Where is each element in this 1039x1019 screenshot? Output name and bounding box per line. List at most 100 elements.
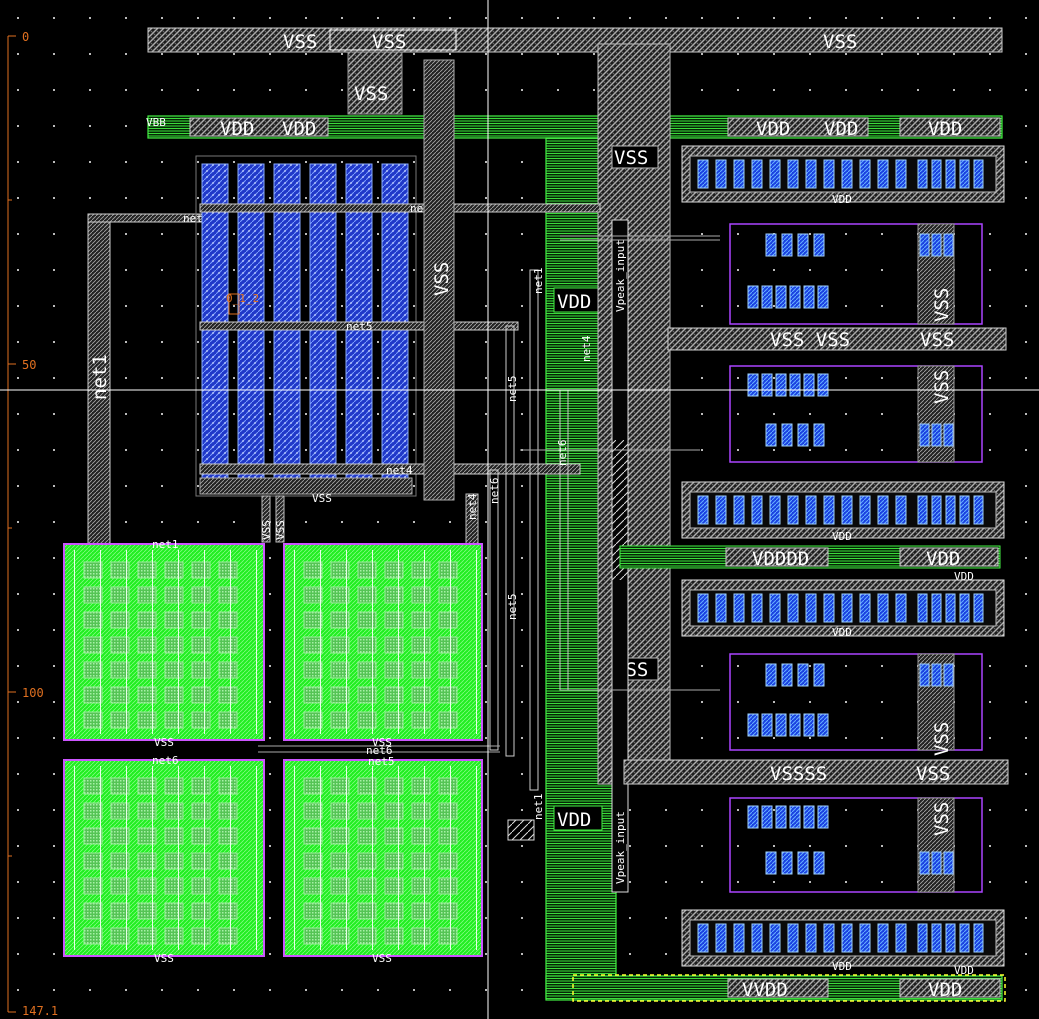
net4-label: net4 xyxy=(466,493,479,520)
cap-unit-cell xyxy=(137,802,157,820)
net4-label: net4 xyxy=(580,335,593,362)
transistor-finger xyxy=(823,495,835,525)
mid-vdd-rail[interactable]: VDDDD VDD VDD xyxy=(619,545,1001,583)
vss-label: VSS xyxy=(372,736,392,749)
transistor-finger xyxy=(823,159,835,189)
transistor-finger xyxy=(931,851,942,875)
vss-array-strap[interactable]: VSS xyxy=(423,59,455,501)
cap-unit-cell xyxy=(303,661,323,679)
cap-finger-line xyxy=(178,766,179,950)
cap-finger-line xyxy=(204,766,205,950)
mid-vss-rail-2[interactable]: VSSSS VSS xyxy=(623,759,1009,785)
transistor-finger xyxy=(803,373,815,397)
cap-unit-cell xyxy=(191,927,211,945)
vvdd-label: VVDD xyxy=(742,979,788,1001)
net-routing xyxy=(258,235,720,791)
cap-unit-cell xyxy=(83,561,103,579)
transistor-finger xyxy=(747,805,759,829)
cap-unit-cell xyxy=(303,636,323,654)
transistor-finger xyxy=(761,805,773,829)
transistor-finger xyxy=(943,423,954,447)
vss-label: VSS xyxy=(916,763,950,785)
cap-unit-cell xyxy=(330,927,350,945)
cell-block-7[interactable]: VSS xyxy=(729,797,983,893)
transistor-finger xyxy=(813,423,825,447)
vss-strap-center[interactable]: VSS xyxy=(347,51,403,115)
cap-unit-cell xyxy=(110,561,130,579)
vss-vertical-trunk[interactable]: VSS VSS xyxy=(597,43,671,785)
vss-label: VSS xyxy=(372,31,406,53)
cap-unit-cell xyxy=(303,586,323,604)
cap-unit-cell xyxy=(191,636,211,654)
transistor-finger xyxy=(715,495,727,525)
transistor-finger xyxy=(769,923,781,953)
cap-unit-cell xyxy=(357,661,377,679)
cap-unit-cell xyxy=(164,561,184,579)
vssss-label: VSSSS xyxy=(770,763,827,785)
net1-left-strap[interactable]: net1 net1 xyxy=(87,212,210,545)
net1-pin-marker[interactable] xyxy=(507,819,535,841)
transistor-finger xyxy=(859,495,871,525)
cap-finger-line xyxy=(256,766,257,950)
top-vdd-rail[interactable]: VBB VDD VDD VDD VDD VDD xyxy=(146,115,1003,140)
mid-vss-rail-1[interactable]: VSS VSS VSS xyxy=(667,327,1007,351)
cap-unit-cell xyxy=(384,777,404,795)
cap-unit-cell xyxy=(303,686,323,704)
transistor-finger xyxy=(787,495,799,525)
cap-unit-cell xyxy=(191,686,211,704)
cap-finger-line xyxy=(346,766,347,950)
transistor-finger xyxy=(959,923,970,953)
net6-label: net6 xyxy=(366,744,393,757)
cap-unit-cell xyxy=(384,802,404,820)
cap-unit-cell xyxy=(357,586,377,604)
net6-label: net6 xyxy=(152,754,179,767)
cap-unit-cell xyxy=(303,611,323,629)
top-vss-rail[interactable]: VSS VSS VSS xyxy=(147,27,1003,53)
cap-finger-line xyxy=(398,766,399,950)
cap-finger-line xyxy=(398,550,399,734)
transistor-finger xyxy=(943,851,954,875)
vdd-label: VDD xyxy=(832,960,852,973)
cap-finger-line xyxy=(230,550,231,734)
vss-label: VSS xyxy=(431,262,453,296)
vbb-label: VBB xyxy=(146,116,166,129)
transistor-finger xyxy=(787,923,799,953)
cap-unit-cell xyxy=(438,877,458,895)
cap-unit-cell xyxy=(110,586,130,604)
cap-unit-cell xyxy=(164,902,184,920)
cap-unit-cell xyxy=(218,586,238,604)
transistor-finger xyxy=(797,233,809,257)
cap-finger-line xyxy=(178,550,179,734)
transistor-finger xyxy=(919,851,930,875)
cap-unit-cell xyxy=(83,877,103,895)
transistor-finger xyxy=(931,423,942,447)
cap-unit-cell xyxy=(137,852,157,870)
vss-label: VSS xyxy=(931,288,953,322)
cap-unit-cell xyxy=(83,586,103,604)
transistor-finger xyxy=(781,233,793,257)
cap-unit-cell xyxy=(411,611,431,629)
cap-unit-cell xyxy=(411,877,431,895)
vss-label: VSS xyxy=(931,370,953,404)
bottom-vdd-rail[interactable]: VVDD VDD xyxy=(545,974,1006,1002)
transistor-finger xyxy=(919,423,930,447)
transistor-finger xyxy=(973,159,984,189)
transistor-finger xyxy=(877,159,889,189)
cap-finger-line xyxy=(204,550,205,734)
cap-unit-cell xyxy=(357,852,377,870)
transistor-finger xyxy=(877,923,889,953)
cap-unit-cell xyxy=(357,611,377,629)
cap-unit-cell xyxy=(330,902,350,920)
transistor-finger xyxy=(697,159,709,189)
transistor-finger xyxy=(697,593,709,623)
ruler-label-100: 100 xyxy=(22,686,44,700)
vss-small-straps[interactable]: VSS VSS xyxy=(260,495,287,543)
net5-label: net5 xyxy=(368,755,395,768)
net5-label: net5 xyxy=(506,594,519,621)
cap-unit-cell xyxy=(191,802,211,820)
cap-unit-cell xyxy=(164,686,184,704)
transistor-finger xyxy=(917,159,928,189)
transistor-finger xyxy=(973,593,984,623)
cap-unit-cell xyxy=(218,777,238,795)
